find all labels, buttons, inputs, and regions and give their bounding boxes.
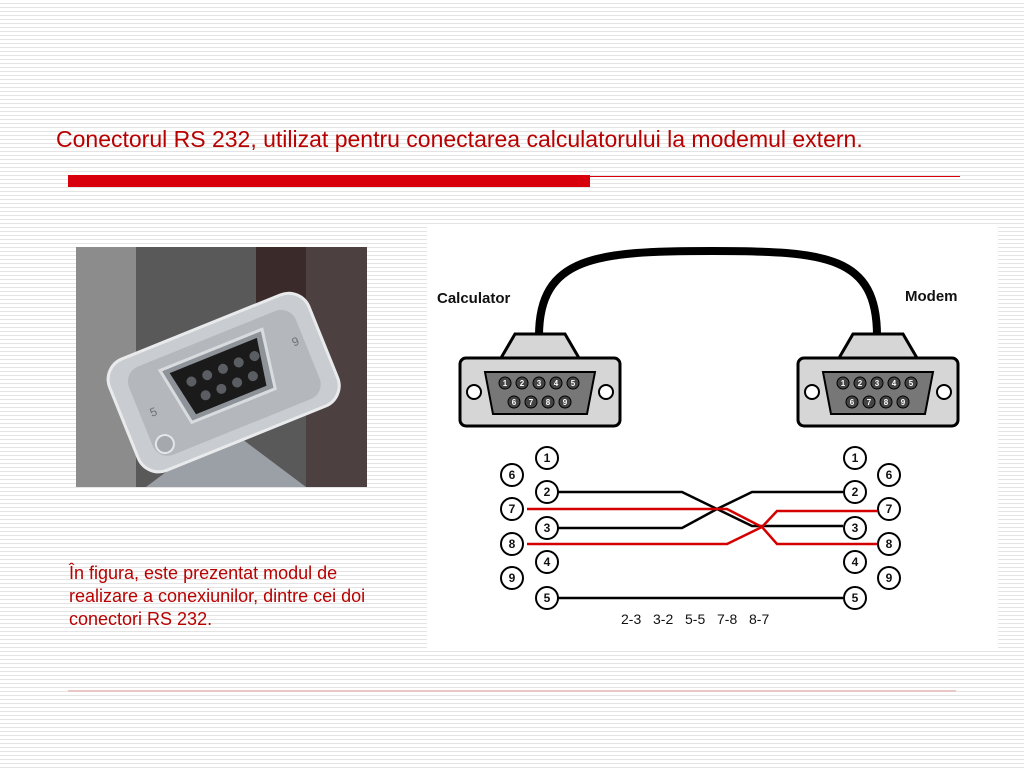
right-pin-3: 3: [843, 516, 867, 540]
right-pin-1: 1: [843, 446, 867, 470]
pair-label-7-8: 7-8: [717, 611, 737, 627]
right-db9-top-pin-3-label: 3: [875, 379, 880, 388]
left-db9-top-pin-4-label: 4: [554, 379, 559, 388]
left-db9-bottom-pin-7: 7: [524, 395, 538, 409]
right-db9-top-pin-2-label: 2: [858, 379, 863, 388]
right-db9-top-pin-3: 3: [870, 376, 884, 390]
left-pin-6: 6: [500, 463, 524, 487]
title-underline-thin: [590, 176, 960, 177]
right-pin-4-label: 4: [852, 555, 859, 569]
left-db9-bottom-pin-6: 6: [507, 395, 521, 409]
pair-label-2-3: 2-3: [621, 611, 641, 627]
right-db9-top-pin-5-label: 5: [909, 379, 914, 388]
left-pin-4: 4: [535, 550, 559, 574]
right-pin-4: 4: [843, 550, 867, 574]
right-pin-8-label: 8: [886, 537, 893, 551]
footer-rule: [68, 690, 956, 692]
left-db9-top-pin-3: 3: [532, 376, 546, 390]
left-pin-2: 2: [535, 480, 559, 504]
left-db9-top-pin-3-label: 3: [537, 379, 542, 388]
title-underline-thick: [68, 175, 590, 187]
right-db9-top-pin-4-label: 4: [892, 379, 897, 388]
left-db9-bottom-pin-9: 9: [558, 395, 572, 409]
left-pin-8-label: 8: [509, 537, 516, 551]
left-db9-top-pin-1-label: 1: [503, 379, 508, 388]
connector-photo: 5 9: [76, 247, 367, 487]
left-db9-top-pin-1: 1: [498, 376, 512, 390]
wiring-diagram: Calculator Modem 1 2 3 4 5 6 7 8 9 1 2 3 4 5 6 7 8 9: [427, 226, 998, 650]
right-db9-top-pin-5: 5: [904, 376, 918, 390]
left-db9-bottom-pin-9-label: 9: [563, 398, 568, 407]
right-pin-8: 8: [877, 532, 901, 556]
right-pin-3-label: 3: [852, 521, 859, 535]
right-pin-7-label: 7: [886, 502, 893, 516]
left-db9-bottom-pin-8: 8: [541, 395, 555, 409]
left-pin-1: 1: [535, 446, 559, 470]
left-pin-8: 8: [500, 532, 524, 556]
left-pin-1-label: 1: [544, 451, 551, 465]
left-pin-5: 5: [535, 586, 559, 610]
pair-label-8-7: 8-7: [749, 611, 769, 627]
left-db9-top-pin-5-label: 5: [571, 379, 576, 388]
right-pin-6: 6: [877, 463, 901, 487]
left-db9-top-pin-2: 2: [515, 376, 529, 390]
right-pin-2: 2: [843, 480, 867, 504]
left-db9-top-pin-4: 4: [549, 376, 563, 390]
right-pin-2-label: 2: [852, 485, 859, 499]
left-db9-bottom-pin-6-label: 6: [512, 398, 517, 407]
serial-cable: [535, 246, 881, 340]
right-db9-bottom-pin-9-label: 9: [901, 398, 906, 407]
left-pin-5-label: 5: [544, 591, 551, 605]
pair-label-3-2: 3-2: [653, 611, 673, 627]
left-pin-4-label: 4: [544, 555, 551, 569]
slide-caption: În figura, este prezentat modul de reali…: [69, 563, 366, 629]
right-pin-5-label: 5: [852, 591, 859, 605]
left-pin-6-label: 6: [509, 468, 516, 482]
pair-label-5-5: 5-5: [685, 611, 705, 627]
slide-title: Conectorul RS 232, utilizat pentru conec…: [56, 126, 863, 152]
right-db9-bottom-pin-6-label: 6: [850, 398, 855, 407]
right-db9-bottom-pin-7: 7: [862, 395, 876, 409]
photo-marking-9: 9: [290, 334, 302, 350]
left-db9-bottom-pin-7-label: 7: [529, 398, 534, 407]
right-db9-bottom-pin-6: 6: [845, 395, 859, 409]
right-pin-5: 5: [843, 586, 867, 610]
left-pin-9: 9: [500, 566, 524, 590]
left-pin-3-label: 3: [544, 521, 551, 535]
left-pin-7-label: 7: [509, 502, 516, 516]
left-pin-9-label: 9: [509, 571, 516, 585]
right-db9-bottom-pin-9: 9: [896, 395, 910, 409]
calculator-label: Calculator: [437, 290, 511, 307]
left-db9-bottom-pin-8-label: 8: [546, 398, 551, 407]
wires: [527, 490, 877, 600]
right-pin-9-label: 9: [886, 571, 893, 585]
right-pin-7: 7: [877, 497, 901, 521]
left-pin-3: 3: [535, 516, 559, 540]
right-db9-top-pin-1: 1: [836, 376, 850, 390]
left-db9-top-pin-5: 5: [566, 376, 580, 390]
modem-label: Modem: [905, 288, 958, 305]
right-db9-bottom-pin-8-label: 8: [884, 398, 889, 407]
left-pin-2-label: 2: [544, 485, 551, 499]
right-db9-top-pin-1-label: 1: [841, 379, 846, 388]
right-pin-1-label: 1: [852, 451, 859, 465]
right-db9-top-pin-4: 4: [887, 376, 901, 390]
right-pin-6-label: 6: [886, 468, 893, 482]
left-db9-top-pin-2-label: 2: [520, 379, 525, 388]
right-db9-bottom-pin-8: 8: [879, 395, 893, 409]
right-db9-top-pin-2: 2: [853, 376, 867, 390]
right-pin-9: 9: [877, 566, 901, 590]
left-pin-7: 7: [500, 497, 524, 521]
photo-marking-5: 5: [148, 404, 160, 420]
right-db9-bottom-pin-7-label: 7: [867, 398, 872, 407]
